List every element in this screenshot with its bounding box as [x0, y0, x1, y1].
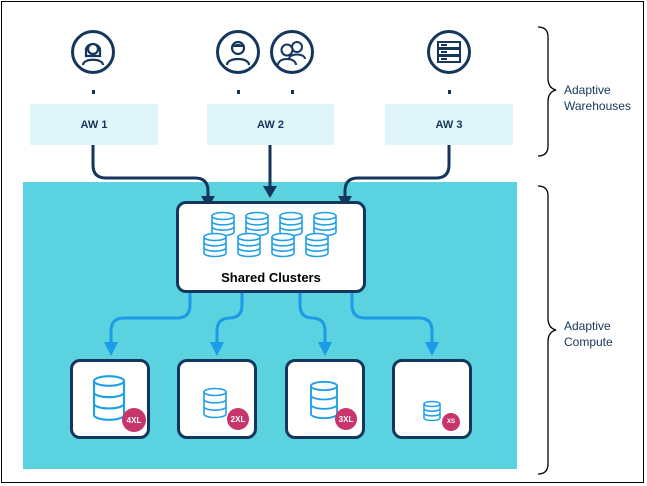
adaptive-warehouses-label: Adaptive Warehouses [564, 82, 631, 114]
adaptive-compute-label: Adaptive Compute [564, 318, 613, 350]
database-cylinder [305, 232, 329, 258]
database-cylinder [203, 232, 227, 258]
database-cylinder [245, 211, 269, 237]
arrow-to-4xl [109, 293, 192, 345]
arrow-to-xs [350, 293, 434, 345]
warehouse-label: AW 2 [257, 118, 284, 131]
label-line: Adaptive [564, 319, 611, 333]
compute-box-xs: XS [392, 359, 472, 439]
arrow-to-2xl [215, 293, 244, 345]
database-cylinder [203, 387, 227, 419]
warehouse-box-aw3: AW 3 [385, 104, 513, 145]
compute-box-3xl: 3XL [285, 359, 365, 439]
male-user-icon [216, 30, 260, 74]
warehouse-label: AW 1 [80, 118, 108, 131]
database-cylinder [237, 232, 261, 258]
database-icon [423, 400, 441, 422]
brace-compute [537, 185, 557, 475]
shared-clusters-box: Shared Clusters [176, 201, 366, 293]
arrow-aw1 [91, 145, 210, 200]
label-line: Adaptive [564, 83, 611, 97]
compute-box-4xl: 4XL [70, 359, 150, 439]
database-icon [203, 387, 227, 419]
user-group-icon [270, 30, 314, 74]
label-line: Warehouses [564, 99, 631, 113]
size-badge: 2XL [227, 408, 249, 430]
female-user-icon [71, 30, 115, 74]
database-cylinder [92, 375, 126, 421]
warehouse-box-aw2: AW 2 [207, 104, 334, 145]
database-cylinder [423, 400, 441, 422]
database-cylinder [279, 211, 303, 237]
warehouse-box-aw1: AW 1 [30, 104, 158, 145]
database-icon [92, 375, 126, 421]
server-icon [427, 30, 471, 74]
arrow-aw3 [343, 145, 451, 200]
database-cluster-icon [203, 211, 337, 258]
size-badge: XS [442, 413, 460, 431]
connector-dot [92, 90, 95, 94]
database-cylinder [313, 211, 337, 237]
brace-warehouses [537, 26, 557, 157]
connector-dot [237, 90, 240, 94]
database-cylinder [271, 232, 295, 258]
compute-box-2xl: 2XL [177, 359, 257, 439]
database-icon [310, 380, 338, 420]
label-line: Compute [564, 335, 613, 349]
shared-clusters-label: Shared Clusters [221, 270, 321, 285]
arrow-to-3xl [298, 293, 327, 345]
size-badge: 4XL [122, 408, 146, 432]
size-badge: 3XL [335, 408, 357, 430]
warehouse-label: AW 3 [435, 118, 463, 131]
connector-dot [448, 90, 451, 94]
connector-dot [291, 90, 294, 94]
database-cylinder [310, 380, 338, 420]
